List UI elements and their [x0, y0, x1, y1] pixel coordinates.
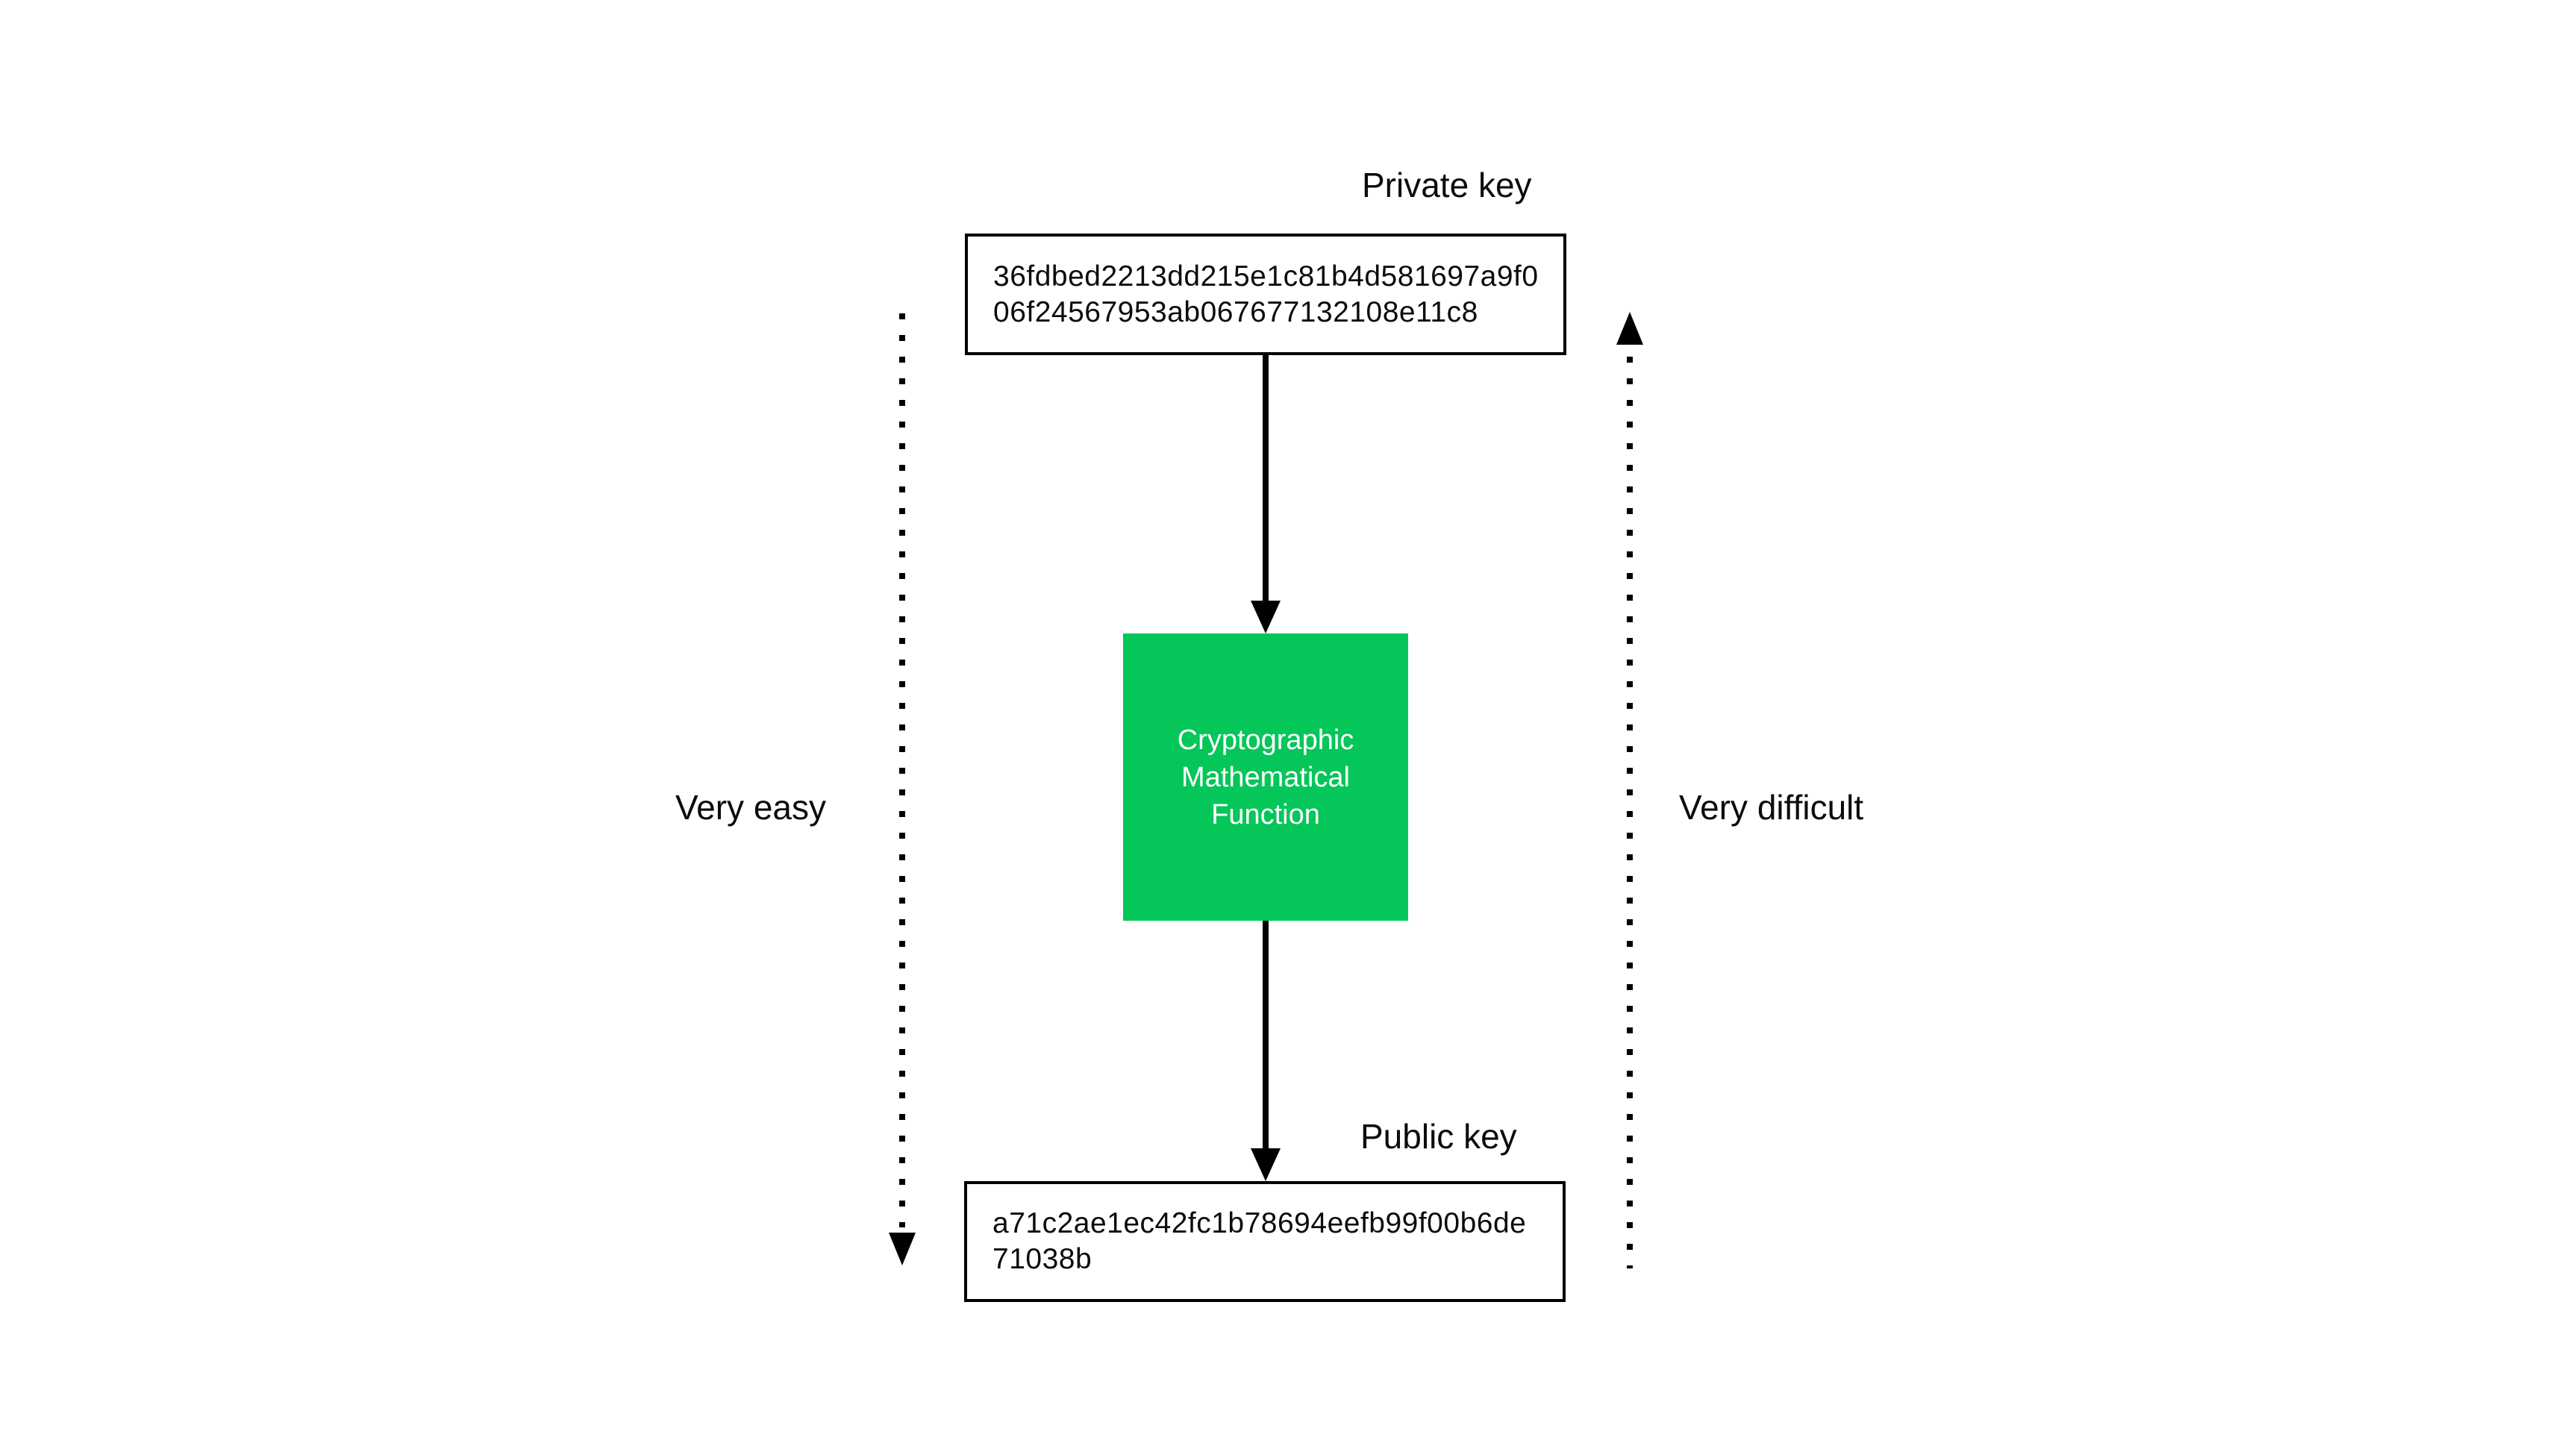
function-box-line1: Cryptographic — [1177, 724, 1354, 756]
function-box-line3: Function — [1211, 798, 1320, 830]
public-key-label: Public key — [1360, 1117, 1517, 1156]
private-key-label: Private key — [1362, 166, 1532, 204]
difficult-direction-dotted-line — [1627, 357, 1633, 1268]
very-easy-label: Very easy — [675, 788, 826, 827]
public-key-value-line2: 71038b — [992, 1243, 1092, 1275]
easy-direction-dotted-line — [899, 313, 905, 1227]
private-key-value-line2: 06f24567953ab067677132108e11c8 — [993, 295, 1478, 328]
arrow-down-icon — [1251, 1148, 1281, 1181]
arrow-up-icon — [1616, 312, 1643, 345]
very-difficult-label: Very difficult — [1679, 788, 1864, 827]
arrow-private-to-function-stem — [1263, 354, 1269, 602]
private-key-value-line1: 36fdbed2213dd215e1c81b4d581697a9f0 — [993, 260, 1539, 292]
public-key-box: a71c2ae1ec42fc1b78694eefb99f00b6de 71038… — [964, 1181, 1566, 1302]
arrow-down-icon — [889, 1233, 916, 1265]
public-key-value-line1: a71c2ae1ec42fc1b78694eefb99f00b6de — [992, 1207, 1527, 1239]
private-key-box: 36fdbed2213dd215e1c81b4d581697a9f0 06f24… — [965, 234, 1566, 355]
cryptographic-function-box: Cryptographic Mathematical Function — [1123, 633, 1408, 921]
arrow-down-icon — [1251, 601, 1281, 633]
arrow-function-to-public-stem — [1263, 921, 1269, 1148]
function-box-line2: Mathematical — [1181, 761, 1350, 793]
